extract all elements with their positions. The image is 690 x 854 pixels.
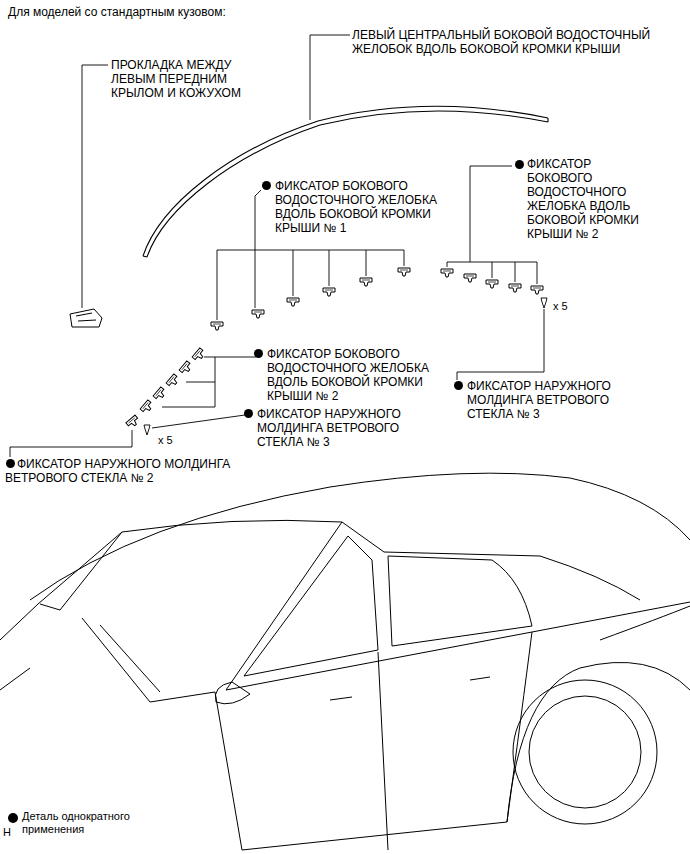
part-name: ФИКСАТОР НАРУЖНОГО МОЛДИНГА ВЕТРОВОГО СТ… (467, 379, 632, 421)
car-body (470, 677, 490, 680)
molding-clip (144, 425, 150, 435)
gutter-clips-1 (287, 298, 299, 306)
gutter-molding (143, 106, 548, 257)
leader-lines (255, 190, 261, 308)
single-use-mark (262, 181, 271, 190)
molding-clip (126, 415, 140, 429)
gasket-part (76, 313, 96, 321)
leader-lines (10, 430, 132, 457)
car-body (82, 618, 160, 702)
leader-lines (217, 250, 404, 320)
leader-lines (10, 35, 544, 457)
page-title-box: Для моделей со стандартным кузовом: (8, 5, 226, 19)
gutter-clips-1 (323, 288, 335, 296)
gutter-clips-2 (464, 274, 476, 282)
single-use-mark (8, 813, 18, 823)
car-body (215, 682, 250, 704)
car-body (226, 602, 690, 690)
leader-lines (82, 65, 108, 308)
quantity: x 5 (553, 300, 568, 313)
part-name: ФИКСАТОР БОКОВОГО ВОДОСТОЧНОГО ЖЕЛОБКА В… (275, 179, 460, 235)
gutter-clips-2-left (179, 361, 193, 375)
car-body (507, 662, 690, 822)
part-name-box: ФИКСАТОР БОКОВОГО ВОДОСТОЧНОГО ЖЕЛОБКА В… (267, 347, 452, 403)
single-use-mark (6, 459, 15, 468)
gutter-clips-1 (211, 322, 223, 330)
page-title: Для моделей со стандартным кузовом: (8, 5, 226, 19)
gasket-part (70, 309, 102, 327)
molding-clip (541, 298, 547, 308)
car-body (378, 652, 388, 850)
single-use-mark (515, 160, 524, 169)
part-name-box: ФИКСАТОР БОКОВОГО ВОДОСТОЧНОГО ЖЕЛОБКА В… (275, 179, 460, 235)
single-use-mark (254, 349, 263, 358)
gutter-molding (143, 118, 548, 257)
car-body (40, 532, 122, 610)
car-body (330, 697, 352, 700)
car-body (0, 604, 38, 690)
gutter-clips-1 (252, 310, 264, 318)
car-body (0, 473, 690, 850)
gutter-clips-2-left (140, 400, 154, 414)
figure-code: H (3, 826, 11, 839)
car-body (388, 556, 532, 646)
single-use-mark (244, 409, 253, 418)
car-body (529, 696, 641, 808)
gasket-part (70, 309, 102, 327)
gutter-clips-1 (360, 278, 372, 286)
gutter-clips-2-left (166, 374, 180, 388)
figure-code-box: H (3, 826, 11, 839)
gutter-clips-2 (531, 286, 543, 294)
car-body (600, 606, 690, 640)
gutter-clips-2 (509, 284, 521, 292)
quantity-box: x 5 (553, 300, 568, 313)
part-name-box: ФИКСАТОР НАРУЖНОГО МОЛДИНГА ВЕТРОВОГО СТ… (5, 457, 237, 485)
part-name: ФИКСАТОР НАРУЖНОГО МОЛДИНГА ВЕТРОВОГО СТ… (257, 407, 422, 449)
part-name-box: ФИКСАТОР БОКОВОГО ВОДОСТОЧНОГО ЖЕЛОБКА В… (527, 157, 652, 241)
single-use-mark (454, 381, 463, 390)
legend-text: Деталь однократного применения (22, 810, 147, 836)
car-body (215, 692, 242, 850)
part-name-box: ФИКСАТОР НАРУЖНОГО МОЛДИНГА ВЕТРОВОГО СТ… (467, 379, 632, 421)
car-body (342, 522, 640, 600)
car-body (242, 822, 507, 850)
part-name: ФИКСАТОР НАРУЖНОГО МОЛДИНГА ВЕТРОВОГО СТ… (5, 457, 237, 485)
part-name: ПРОКЛАДКА МЕЖДУ ЛЕВЫМ ПЕРЕДНИМ КРЫЛОМ И … (111, 58, 256, 100)
gutter-molding (147, 111, 548, 257)
gutter-clips-1 (211, 268, 410, 330)
leader-lines (447, 166, 537, 284)
leader-lines (152, 415, 245, 428)
legend-text-box: Деталь однократного применения (22, 810, 147, 836)
part-name-box: ЛЕВЫЙ ЦЕНТРАЛЬНЫЙ БОКОВОЙ ВОДОСТОЧНЫЙ ЖЕ… (352, 28, 670, 56)
gutter-molding (143, 106, 548, 256)
gutter-clips-2 (441, 269, 453, 277)
part-name-box: ПРОКЛАДКА МЕЖДУ ЛЕВЫМ ПЕРЕДНИМ КРЫЛОМ И … (111, 58, 256, 100)
part-name: ЛЕВЫЙ ЦЕНТРАЛЬНЫЙ БОКОВОЙ ВОДОСТОЧНЫЙ ЖЕ… (352, 28, 670, 56)
leader-lines (457, 309, 544, 380)
gutter-clips-2-left (153, 387, 167, 401)
car-body (30, 473, 690, 600)
gutter-clips-2-left (192, 348, 206, 362)
gutter-clips-2-left (140, 348, 206, 414)
car-body (150, 692, 215, 702)
part-name-box: ФИКСАТОР НАРУЖНОГО МОЛДИНГА ВЕТРОВОГО СТ… (257, 407, 422, 449)
quantity-box: x 5 (158, 434, 173, 447)
car-body (244, 536, 378, 676)
gutter-clips-2 (486, 280, 498, 288)
leader-lines (162, 357, 256, 407)
part-name: ФИКСАТОР БОКОВОГО ВОДОСТОЧНОГО ЖЕЛОБКА В… (527, 157, 652, 241)
leader-lines (310, 35, 350, 120)
part-name: ФИКСАТОР БОКОВОГО ВОДОСТОЧНОГО ЖЕЛОБКА В… (267, 347, 452, 403)
gutter-clips-1 (398, 268, 410, 276)
car-body (513, 680, 657, 824)
quantity: x 5 (158, 434, 173, 447)
